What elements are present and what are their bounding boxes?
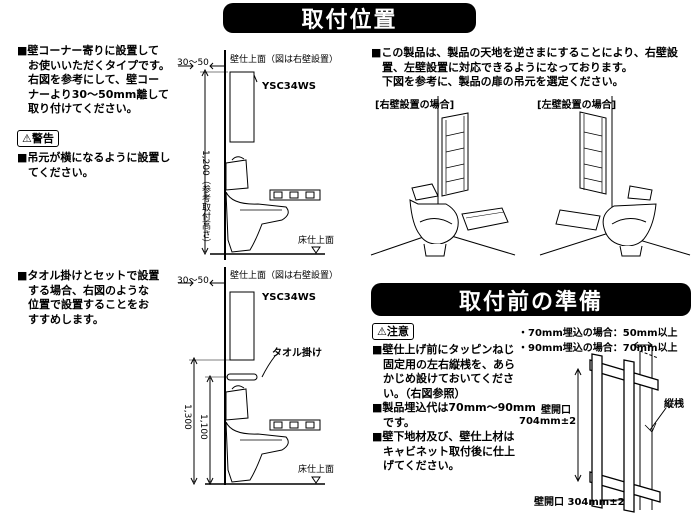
height-1300-label: 1,300 xyxy=(182,404,192,430)
text-line: 取り付けてください。 xyxy=(28,102,138,115)
text-line: てください。 xyxy=(28,165,94,179)
cabinet-side-view xyxy=(229,291,255,361)
warning-text: ■吊元が横になるように設置し てください。 xyxy=(17,151,170,180)
reference-height-label: 1,200（参考取付高さ） xyxy=(200,150,210,248)
text-line: ■壁下地材及び、壁仕上材は xyxy=(372,430,515,443)
caption-right-wall: [右壁設置の場合] xyxy=(375,100,455,111)
banner-title: 取付前の準備 xyxy=(458,289,603,315)
banner-title: 取付位置 xyxy=(301,8,398,33)
text-line: い。（右図参照） xyxy=(383,386,466,400)
text-line: ■壁コーナー寄りに設置して xyxy=(17,44,160,57)
towel-set-instructions: ■タオル掛けとセットで設置 する場合、右図のような 位置で設置することをお すす… xyxy=(17,269,159,327)
perspective-right-wall xyxy=(370,96,516,257)
text-line: ナーより30〜50mm離して xyxy=(28,87,169,101)
towel-bar-label: タオル掛け xyxy=(272,348,322,359)
cabinet-side-view xyxy=(229,71,255,143)
preparation-instructions: ■壁仕上げ前にタッピンねじ 固定用の左右縦桟を、あら かじめ設けておいてくださ … xyxy=(372,343,536,474)
embed-70mm-note: ・70mm埋込の場合：50mm以上 xyxy=(518,328,678,339)
text-line: ■タオル掛けとセットで設置 xyxy=(17,269,160,282)
opening-height-label: 壁開口 xyxy=(541,405,571,416)
model-number-label: YSC34WS xyxy=(262,292,316,303)
text-line: お使いいただくタイプです。 xyxy=(28,58,170,72)
stud-frame-diagram xyxy=(574,341,667,513)
text-line: げてください。 xyxy=(383,459,460,472)
text-line: です。 xyxy=(383,415,415,429)
section-banner-preparation: 取付前の準備 xyxy=(371,283,691,316)
text-line: 位置で設置することをお xyxy=(28,298,149,311)
section-banner-install-position: 取付位置 xyxy=(223,3,476,33)
model-number-label: YSC34WS xyxy=(262,81,316,92)
dimension-30-50: 30〜50 xyxy=(177,276,209,286)
elevation-diagram-2 xyxy=(178,267,325,486)
text-line: ■壁仕上げ前にタッピンねじ xyxy=(372,343,515,356)
text-line: 下図を参考に、製品の扉の吊元を選定ください。 xyxy=(382,75,624,88)
text-line: ■吊元が横になるように設置し xyxy=(17,151,171,164)
caption-left-wall: [左壁設置の場合] xyxy=(537,100,617,111)
text-line: 固定用の左右縦桟を、あら xyxy=(383,357,515,371)
reversible-install-note: ■この製品は、製品の天地を逆さまにすることにより、右壁設 置、左壁設置に対応でき… xyxy=(371,46,678,90)
text-line: すすめします。 xyxy=(28,312,104,326)
text-line: 置、左壁設置に対応できるようになっております。 xyxy=(382,60,633,74)
dimension-30-50: 30〜50 xyxy=(177,58,209,68)
text-line: ■製品埋込代は70mm〜90mm xyxy=(372,401,536,414)
text-line: する場合、右図のような xyxy=(28,283,149,297)
corner-install-instructions: ■壁コーナー寄りに設置して お使いいただくタイプです。 右図を参考にして、壁コー… xyxy=(17,44,170,117)
text-line: ■この製品は、製品の天地を逆さまにすることにより、右壁設 xyxy=(371,46,678,59)
text-line: キャビネット取付後に仕上 xyxy=(383,444,515,458)
stud-label: 縦桟 xyxy=(664,399,684,410)
height-1100-label: 1,100 xyxy=(198,414,208,440)
opening-width-label: 壁開口 304mm±2 xyxy=(534,497,625,508)
opening-height-value: 704mm±2 xyxy=(519,416,577,427)
text-line: かじめ設けておいてくださ xyxy=(383,372,515,385)
floor-finish-label: 床仕上面 xyxy=(298,465,335,475)
caution-badge: ⚠注意 xyxy=(372,323,414,340)
floor-finish-label: 床仕上面 xyxy=(298,236,335,246)
wall-finish-label: 壁仕上面（図は右壁設置） xyxy=(230,55,339,65)
elevation-diagram-1 xyxy=(178,50,325,260)
perspective-left-wall xyxy=(539,96,691,257)
embed-90mm-note: ・90mm埋込の場合：70mm以上 xyxy=(518,343,678,354)
wall-finish-label: 壁仕上面（図は右壁設置） xyxy=(230,271,339,281)
text-line: 右図を参考にして、壁コー xyxy=(28,73,160,86)
warning-badge: ⚠警告 xyxy=(17,130,59,147)
